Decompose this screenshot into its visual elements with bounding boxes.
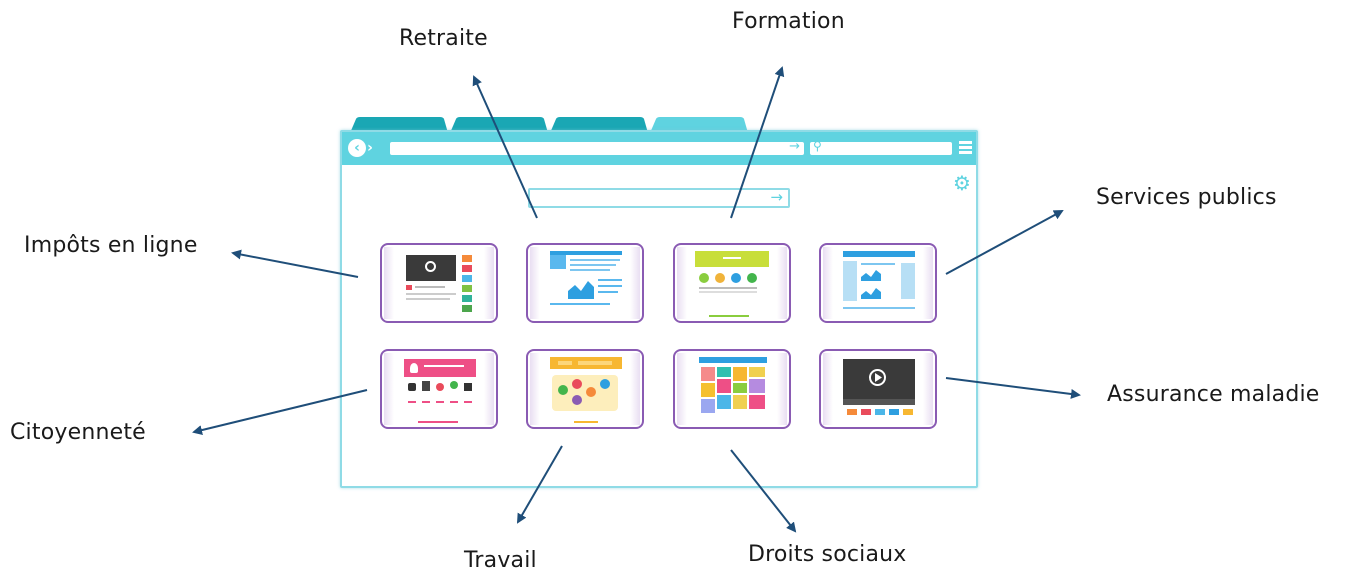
tile-assurance-maladie[interactable] (819, 349, 937, 429)
hamburger-menu-icon[interactable] (959, 141, 972, 156)
tile-retraite[interactable] (526, 243, 644, 323)
arrow-retraite (472, 75, 538, 219)
label-retraite: Retraite (399, 26, 488, 51)
forward-icon[interactable]: › (367, 140, 373, 156)
browser-toolbar: ‹ › → ⚲ (342, 132, 976, 165)
browser-search-input[interactable]: ⚲ (810, 139, 952, 155)
back-icon[interactable]: ‹ (348, 139, 366, 157)
tab-1 (350, 117, 448, 133)
address-bar[interactable]: → (390, 139, 804, 155)
tile-droits-sociaux[interactable] (673, 349, 791, 429)
arrow-assurance-maladie (945, 377, 1081, 399)
go-arrow-icon[interactable]: → (789, 139, 800, 154)
page-search-input[interactable]: → (528, 188, 790, 208)
tile-travail[interactable] (526, 349, 644, 429)
tile-formation[interactable] (673, 243, 791, 323)
browser-window: ‹ › → ⚲ ⚙ → (340, 130, 978, 488)
arrow-droits-sociaux (730, 449, 797, 533)
arrow-formation (730, 66, 785, 219)
browser-tabs (348, 117, 748, 133)
tile-services-publics[interactable] (819, 243, 937, 323)
tab-4-active (650, 117, 748, 133)
label-formation: Formation (732, 9, 845, 34)
search-icon: ⚲ (813, 139, 822, 153)
tile-impots[interactable] (380, 243, 498, 323)
arrow-citoyennete (192, 389, 368, 435)
search-submit-arrow-icon[interactable]: → (770, 188, 783, 206)
tile-citoyennete[interactable] (380, 349, 498, 429)
label-travail: Travail (464, 548, 537, 573)
tab-shapes (350, 117, 748, 133)
label-droits-sociaux: Droits sociaux (748, 542, 907, 567)
label-services-publics: Services publics (1096, 185, 1277, 210)
gear-icon[interactable]: ⚙ (953, 171, 971, 195)
label-impots: Impôts en ligne (24, 233, 198, 258)
arrow-travail (516, 445, 563, 524)
arrow-impots (231, 249, 359, 278)
label-citoyennete: Citoyenneté (10, 420, 146, 445)
tab-2 (450, 117, 548, 133)
tab-3 (550, 117, 648, 133)
arrow-services-publics (945, 210, 1064, 275)
label-assurance-maladie: Assurance maladie (1107, 382, 1320, 407)
